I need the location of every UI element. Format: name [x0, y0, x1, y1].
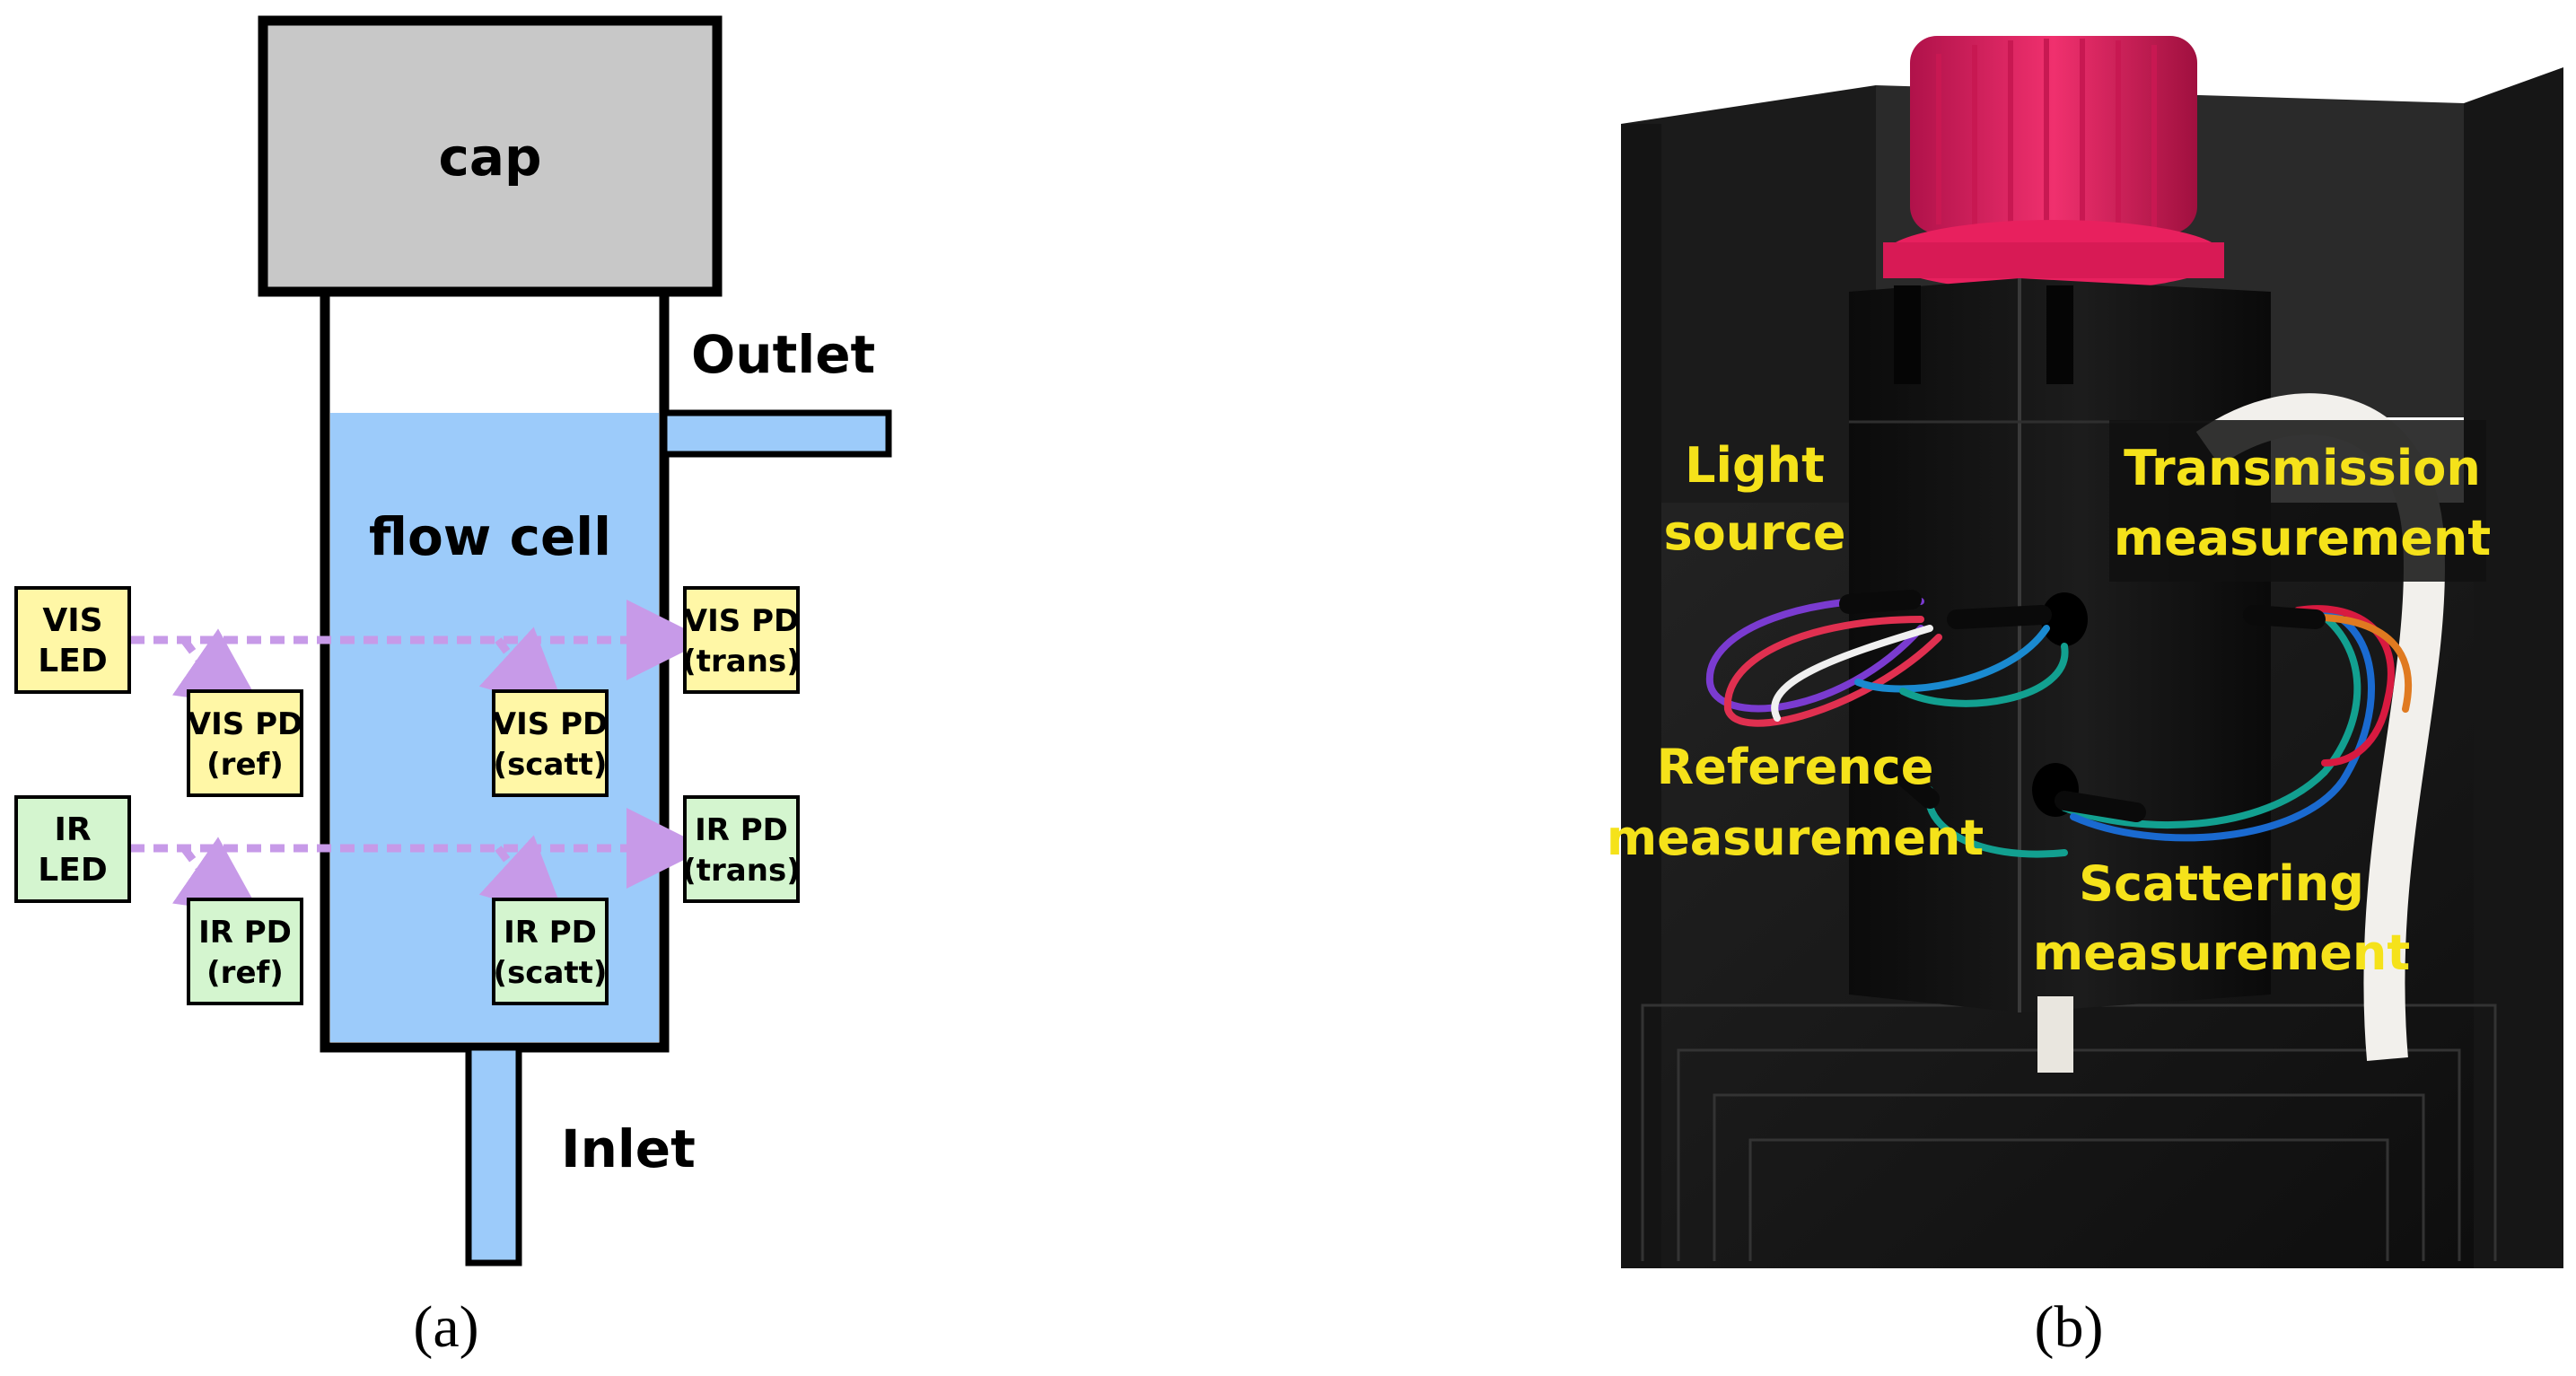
ir-led-line1: IR — [54, 811, 91, 848]
transmission-line1: Transmission — [2124, 440, 2481, 496]
cap-label: cap — [438, 127, 541, 188]
ir-led-line2: LED — [38, 852, 107, 889]
ir-pd-ref-line1: IR PD — [198, 915, 292, 951]
ir-led-box — [14, 795, 131, 903]
cap-block — [258, 15, 723, 297]
ir-beam — [130, 808, 707, 920]
outlet-label: Outlet — [691, 324, 875, 385]
panel-b-photo: Light source Transmission measurement Re… — [1607, 16, 2563, 1360]
vis-pd-ref-line2: (ref) — [206, 747, 284, 783]
vis-pd-scatt-line1: VIS PD — [493, 706, 608, 742]
reference-line1: Reference — [1657, 739, 1934, 795]
vis-led-line1: VIS — [42, 602, 102, 639]
caption-a: (a) — [413, 1294, 478, 1360]
vis-beam — [130, 600, 707, 712]
vis-pd-trans-line2: (trans) — [682, 644, 800, 679]
red-cap — [1910, 36, 2197, 233]
vis-led-box — [14, 586, 131, 694]
panel-a: cap flow cell Outlet Inlet VIS LED — [14, 15, 892, 1360]
flow-cell-label: flow cell — [369, 506, 611, 567]
ir-pd-trans-line2: (trans) — [682, 853, 800, 889]
vis-pd-scatt-box — [492, 689, 609, 797]
ir-pd-trans-box — [683, 795, 800, 903]
vis-pd-ref-line1: VIS PD — [188, 706, 302, 742]
scattering-line2: measurement — [2033, 925, 2410, 981]
light-source-line2: source — [1664, 504, 1846, 561]
vis-pd-trans-line1: VIS PD — [684, 603, 799, 639]
transmission-line2: measurement — [2114, 510, 2491, 566]
vis-pd-ref-box — [187, 689, 303, 797]
enclosure-right-wall — [2464, 67, 2563, 1268]
outlet-pipe — [661, 409, 892, 458]
inlet-pipe — [465, 1044, 522, 1266]
vis-led-line2: LED — [38, 643, 107, 679]
ir-pd-ref-line2: (ref) — [206, 955, 284, 991]
ir-pd-scatt-line1: IR PD — [504, 915, 597, 951]
caption-b: (b) — [2035, 1294, 2104, 1360]
ir-pd-scatt-box — [492, 898, 609, 1005]
vis-pd-trans-box — [683, 586, 800, 694]
transmission-label-bg — [2109, 420, 2486, 582]
enclosure-left-wall — [1621, 85, 1876, 503]
inlet-label: Inlet — [561, 1118, 696, 1179]
reference-line2: measurement — [1607, 810, 1984, 866]
light-source-line1: Light — [1685, 437, 1825, 494]
vis-pd-scatt-line2: (scatt) — [494, 747, 608, 783]
ir-pd-ref-box — [187, 898, 303, 1005]
scattering-line1: Scattering — [2079, 855, 2364, 912]
ir-pd-scatt-line2: (scatt) — [494, 955, 608, 991]
ir-pd-trans-line1: IR PD — [695, 812, 788, 848]
